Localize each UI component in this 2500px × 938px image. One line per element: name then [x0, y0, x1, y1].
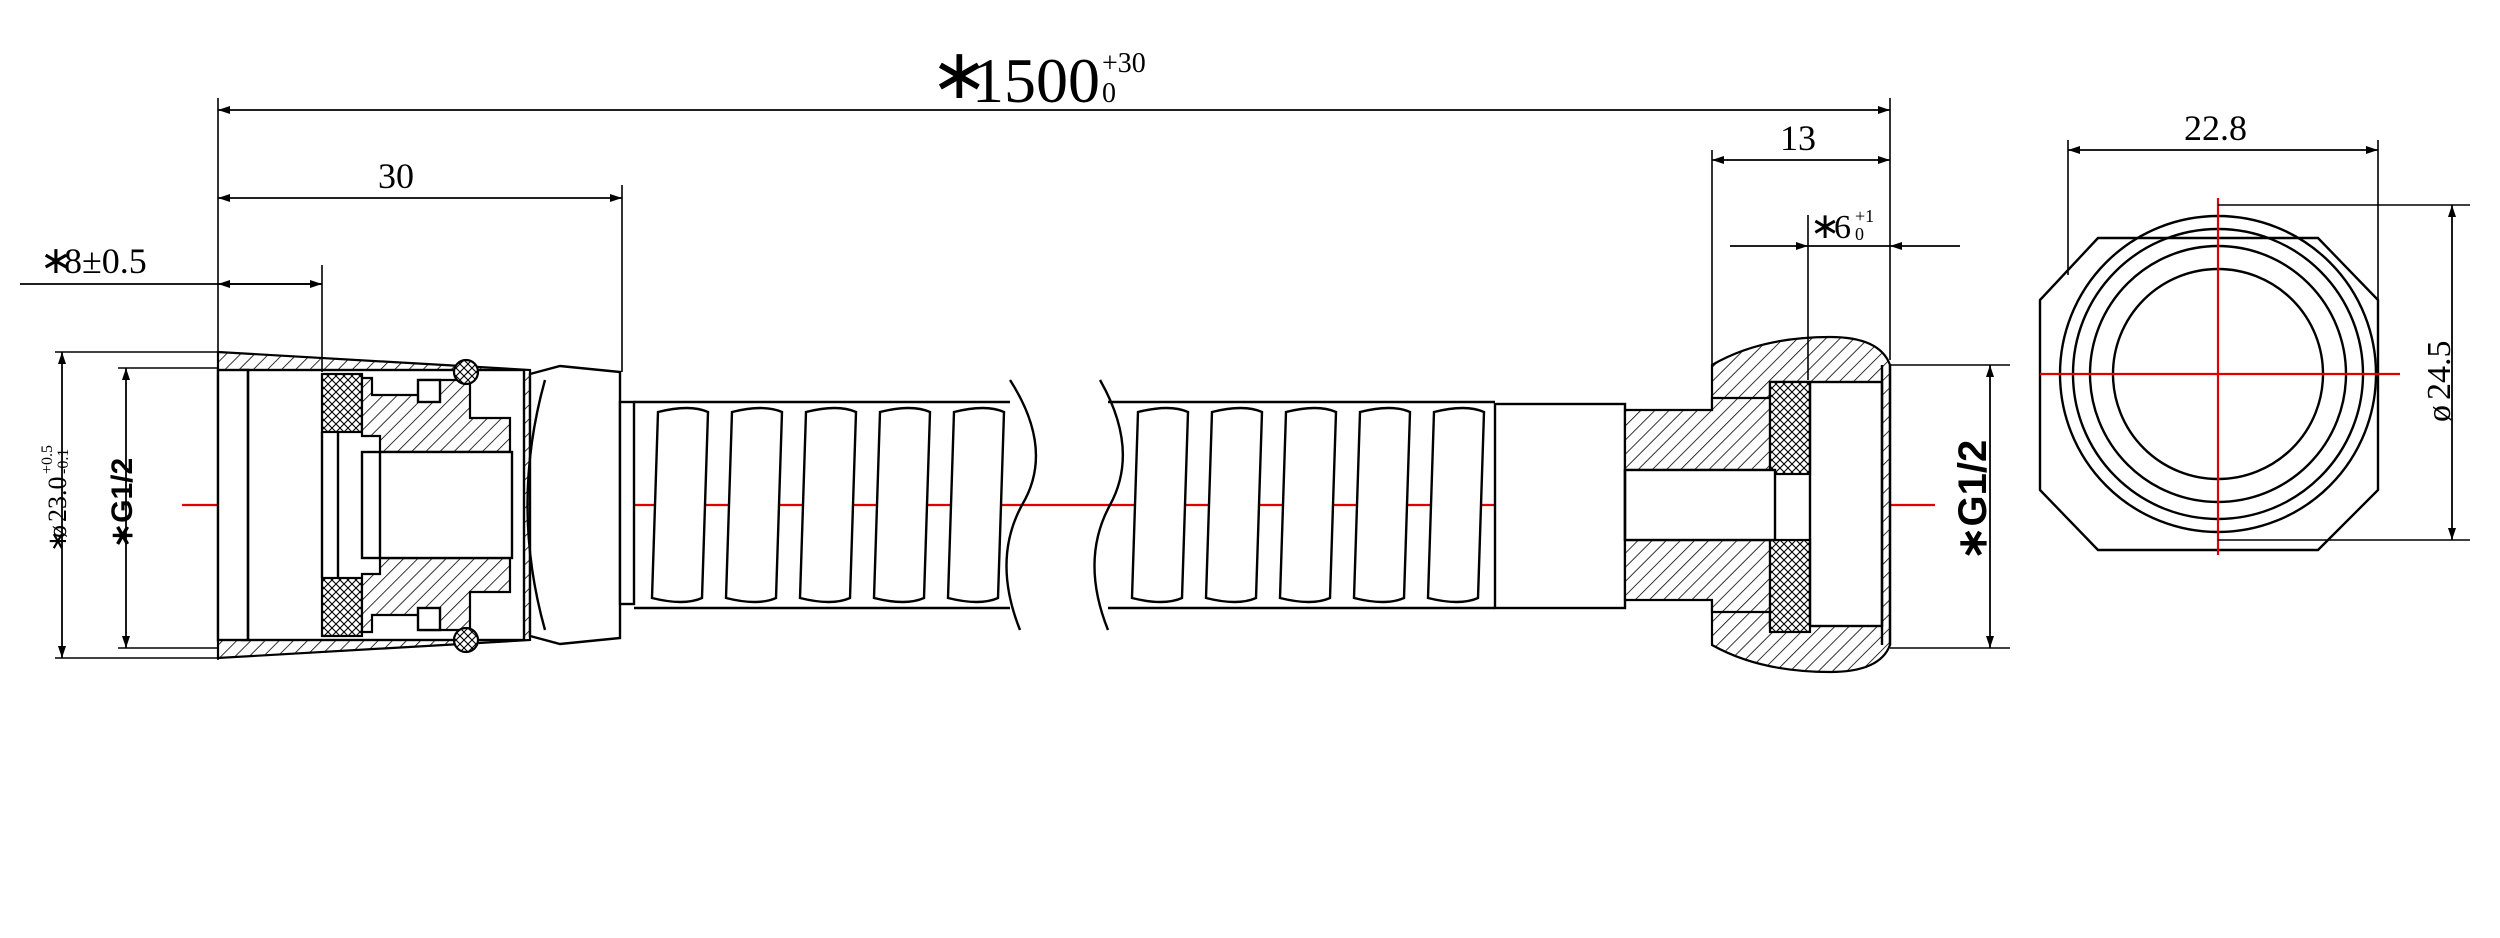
hose-coil	[1352, 406, 1412, 604]
hose-coils	[650, 406, 1486, 604]
left-outer-dia-tol-lower: -0.1	[55, 449, 72, 474]
dimension-lines	[20, 98, 2470, 660]
right-thread-len-tol-lower: 0	[1855, 224, 1864, 244]
hose-coil	[724, 406, 784, 604]
left-thread-len-star: ∗	[40, 240, 72, 282]
hose-coil	[1426, 406, 1486, 604]
hose-left	[634, 379, 1125, 631]
dimension-text: ∗ 1500 +30 0 30 ∗ 8±0.5 13 ∗ 6 +1 0 ∗ ø …	[39, 37, 2458, 560]
right-nut-len-value: 13	[1780, 118, 1816, 158]
hose-coil	[650, 406, 710, 604]
overall-length-value: 1500	[972, 45, 1100, 116]
overall-length-star: ∗	[930, 37, 989, 114]
hose-coil	[798, 406, 858, 604]
left-fitting	[216, 350, 636, 660]
left-outer-dia-tol-upper: +0.5	[39, 445, 56, 474]
hose-coil	[1204, 406, 1264, 604]
hose-coil	[1130, 406, 1190, 604]
left-outer-dia-symbol: ø	[43, 525, 72, 538]
left-thread-label: ∗G1/2	[106, 458, 139, 548]
right-thread-len-value: 6	[1834, 209, 1851, 246]
end-view-width-value: 22.8	[2184, 108, 2247, 148]
hose-coil	[946, 406, 1006, 604]
overall-length-tol-lower: 0	[1102, 78, 1116, 109]
hose-coil	[1278, 406, 1338, 604]
left-outer-dia-star: ∗	[43, 530, 72, 552]
hose-coil	[872, 406, 932, 604]
hose-right	[1108, 400, 1495, 610]
right-thread-len-star: ∗	[1810, 206, 1840, 246]
left-thread-len-value: 8±0.5	[64, 241, 147, 281]
end-view-dia-symbol: ø	[2421, 405, 2458, 422]
right-thread-label: ∗G1/2	[1951, 440, 1995, 560]
left-outer-dia-value: 23.0	[43, 477, 72, 523]
end-view-dia-value: 24.5	[2421, 341, 2458, 401]
right-fitting	[1493, 335, 1892, 674]
insert-depth-value: 30	[378, 156, 414, 196]
end-view	[2038, 198, 2400, 555]
right-thread-len-tol-upper: +1	[1855, 206, 1874, 226]
overall-length-tol-upper: +30	[1102, 48, 1146, 79]
